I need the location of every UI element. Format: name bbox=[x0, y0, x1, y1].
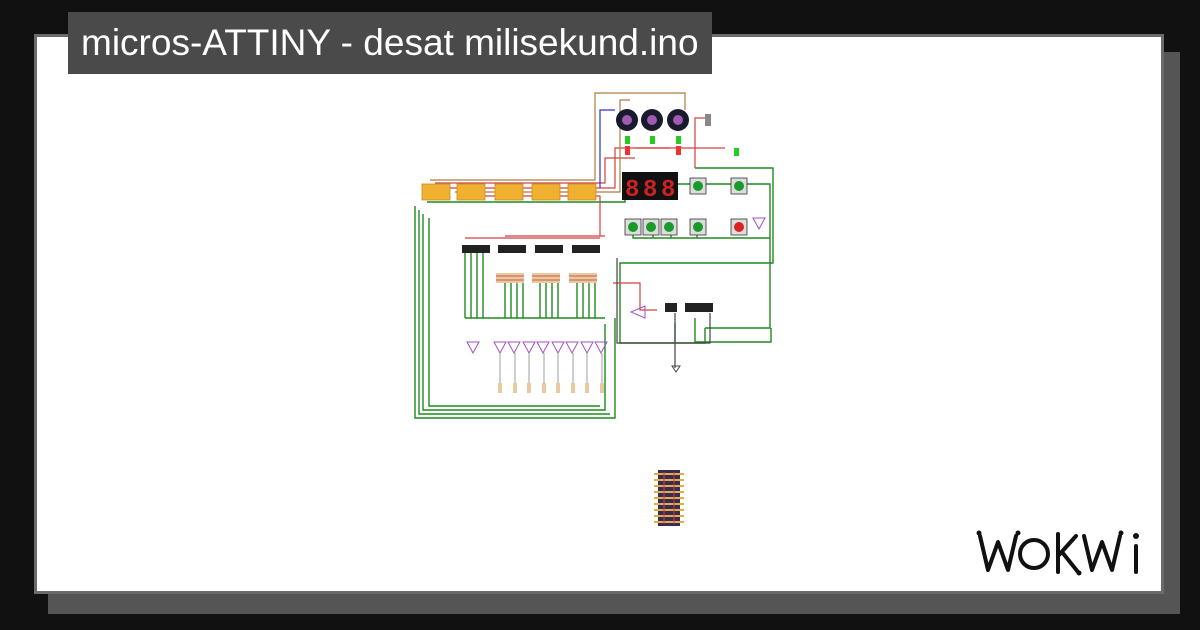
project-title: micros-ATTINY - desat milisekund.ino bbox=[68, 12, 712, 74]
display-digit: 8 bbox=[643, 177, 657, 204]
display-digit: 8 bbox=[625, 177, 639, 204]
display-digit: 8 bbox=[661, 177, 675, 204]
preview-card bbox=[34, 34, 1164, 594]
circuit-diagram: 8 8 8 bbox=[414, 92, 774, 419]
microcontroller-chip bbox=[654, 470, 684, 526]
wokwi-logo bbox=[976, 530, 1139, 576]
